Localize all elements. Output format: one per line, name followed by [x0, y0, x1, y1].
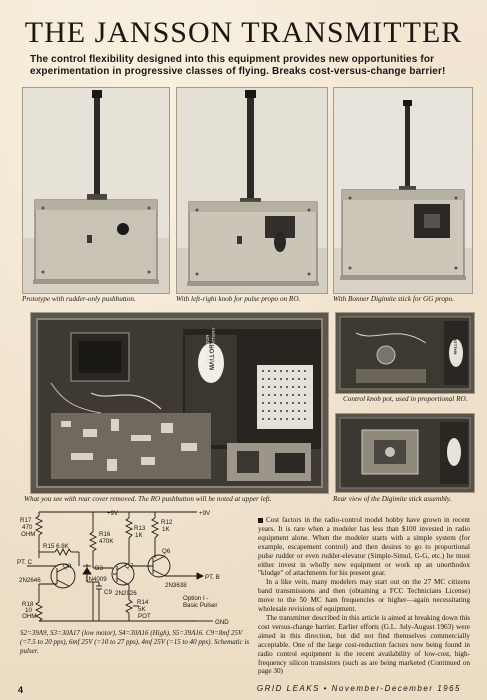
label-pt-b: PT. B — [205, 574, 220, 581]
label-plus9v-top: +9V — [107, 510, 119, 517]
label-q8: Q8 — [63, 563, 72, 570]
battery-text-2: RADIO BATTERY — [211, 327, 216, 364]
caption-digimite-stick: With Bonner Digimite stick for GG propo. — [333, 295, 454, 303]
page-number: 4 — [18, 685, 24, 695]
label-r14-val: 5K — [138, 606, 146, 613]
photo-left-right-knob — [176, 87, 328, 294]
caption-digimite-rear: Rear view of the Digimite stick assembly… — [333, 495, 452, 503]
caption-rear-cover: What you see with rear cover removed. Th… — [24, 495, 272, 503]
article-title: THE JANSSON TRANSMITTER — [24, 16, 463, 49]
label-r13-val: 1K — [135, 532, 143, 539]
article-body: Cost factors in the radio-control model … — [258, 516, 470, 676]
label-r18-val: 10 — [25, 607, 32, 614]
label-q7-part: 2N2926 — [115, 590, 137, 597]
label-c9: C9 — [104, 589, 112, 596]
label-r17-unit: OHM — [21, 531, 35, 538]
label-r12-val: 1K — [162, 526, 170, 533]
photo-control-knob-pot — [335, 312, 475, 394]
label-r14: R14 — [137, 599, 149, 606]
label-option: Option I - — [183, 595, 208, 602]
article-paragraph-1-text: Cost factors in the radio-control model … — [258, 516, 470, 578]
caption-left-right-knob: With left-right knob for pulse propo on … — [176, 295, 301, 303]
label-q7: Q7 — [125, 563, 134, 570]
label-q6: Q6 — [162, 548, 171, 555]
article-paragraph-3: The transmitter described in this articl… — [258, 613, 470, 676]
label-d3: D3 — [95, 565, 103, 572]
article-paragraph-2: In a like vein, many modelers may start … — [258, 578, 470, 614]
article-subtitle: The control flexibility designed into th… — [30, 54, 446, 77]
label-r17: R17 — [20, 517, 32, 524]
battery-text-1: TRANSISTOR — [205, 334, 210, 364]
label-r18: R18 — [22, 601, 34, 608]
label-option-2: Basic Pulser — [183, 602, 217, 609]
label-d3-part: 1N4009 — [85, 576, 107, 583]
label-r13: R13 — [134, 525, 146, 532]
caption-prototype: Prototype with rudder-only pushbutton. — [22, 295, 136, 303]
label-r18-unit: OHM — [22, 613, 36, 620]
label-r16-val: 470K — [99, 538, 114, 545]
pulser-schematic: +9V +9V R17 470 OHM R15 6.8K R16 470K R1… — [17, 508, 250, 628]
label-r16: R16 — [99, 531, 111, 538]
label-r15: R15 6.8K — [43, 543, 70, 550]
article-paragraph-1: Cost factors in the radio-control model … — [258, 516, 470, 578]
caption-control-knob: Control knob pot, used in proportional R… — [343, 395, 468, 403]
photo-digimite-stick — [333, 87, 473, 294]
label-pt-c: PT. C — [17, 559, 33, 566]
label-q6-part: 2N3638 — [165, 582, 187, 589]
label-r17-val: 470 — [22, 524, 33, 531]
label-r14-unit: POT — [138, 613, 151, 620]
battery-small-label: MALLORY — [452, 334, 458, 355]
photo-digimite-rear — [335, 413, 475, 493]
issue-footer: GRID LEAKS • November-December 1965 — [256, 684, 461, 693]
label-q8-part: 2N2646 — [19, 577, 41, 584]
photo-rear-cover-removed — [30, 312, 329, 494]
battery-text-3: M-1603 — [217, 348, 222, 364]
label-r12: R12 — [161, 519, 173, 526]
schematic-notes: S2=39A9, S3=30A17 (low motor), S4=30A16 … — [20, 629, 250, 655]
label-plus9v-right: +9V — [199, 510, 211, 517]
bullet-square-icon — [258, 517, 263, 523]
label-gnd: GND — [215, 619, 229, 626]
photo-prototype-rudder — [22, 87, 170, 294]
